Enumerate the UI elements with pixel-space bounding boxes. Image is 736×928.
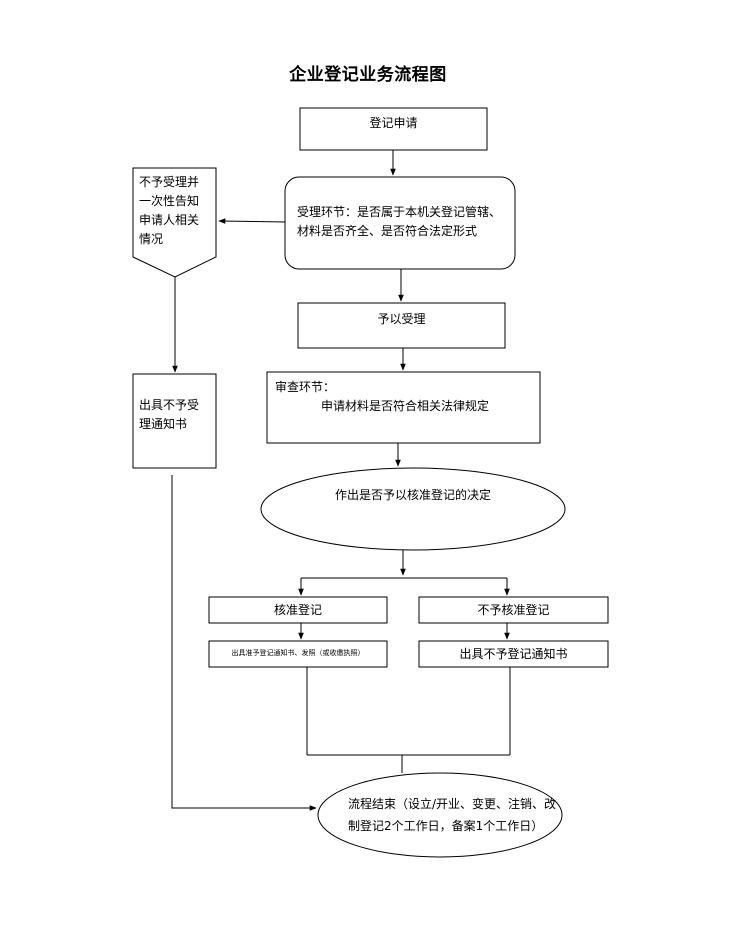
issue-approve-box [208, 640, 388, 668]
issue-not-approve-box [418, 640, 609, 668]
apply-label: 登记申请 [369, 116, 418, 130]
reject-notice-line-2: 一次性告知 [139, 194, 200, 208]
reject-notice-line-1: 不予受理并 [139, 175, 200, 189]
end-ellipse [317, 772, 563, 858]
arrow-issue-reject-to-end [171, 475, 317, 811]
review-label: 审查环节： [275, 380, 336, 394]
approve-label: 核准登记 [273, 603, 322, 617]
not-approve-label: 不予核准登记 [477, 603, 550, 617]
end-line-1: 流程结束（设立/开业、变更、注销、改 [348, 797, 557, 811]
approve-box [208, 596, 388, 624]
issue-reject-box [132, 373, 217, 469]
issue-reject-line-1: 出具不予受 [139, 398, 200, 412]
accept-check-line-1: 受理环节：是否属于本机关登记管辖、 [297, 205, 502, 219]
decision-ellipse [260, 467, 566, 551]
review-text: 申请材料是否符合相关法律规定 [321, 399, 490, 413]
end-line-2: 制登记2个工作日，备案1个工作日） [348, 819, 544, 833]
issue-approve-label: 出具准予登记通知书、发照（或收缴执照） [231, 649, 365, 657]
accepted-box [297, 302, 506, 349]
not-approve-box [418, 596, 609, 624]
reject-notice-line-3: 申请人相关 [139, 213, 200, 227]
accepted-label: 予以受理 [377, 312, 426, 326]
arrow-accept-to-reject [218, 218, 286, 224]
accept-check-line-2: 材料是否齐全、是否符合法定形式 [297, 224, 478, 238]
review-box [266, 371, 541, 444]
page-title: 企业登记业务流程图 [289, 65, 447, 85]
decision-label: 作出是否予以核准登记的决定 [334, 488, 491, 502]
issue-reject-line-2: 理通知书 [139, 417, 188, 431]
reject-notice-line-4: 情况 [139, 232, 164, 246]
issue-not-approve-label: 出具不予登记通知书 [459, 647, 568, 661]
reject-notice-pentagon [132, 167, 217, 278]
accept-check-box [284, 176, 516, 270]
